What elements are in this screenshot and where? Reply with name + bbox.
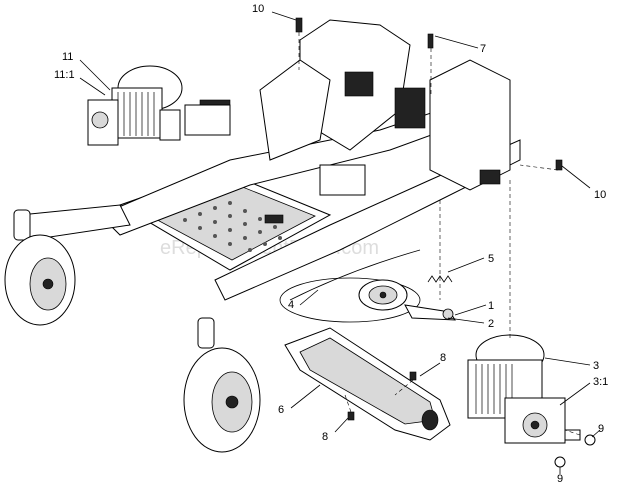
- callout-8-upper: 8: [440, 352, 446, 364]
- callout-10-top: 10: [252, 3, 264, 15]
- front-caster-right: [183, 317, 261, 453]
- callout-3-1: 3:1: [593, 376, 608, 388]
- callout-11-1: 11:1: [54, 69, 75, 81]
- leader-lines: [79, 11, 601, 474]
- callout-1: 1: [488, 300, 494, 312]
- hydro-pump-upper: [87, 65, 183, 146]
- callout-4: 4: [288, 299, 294, 311]
- alignment-lines: [298, 32, 581, 436]
- callout-9-bottom: 9: [557, 473, 563, 485]
- pump-mount-bracket: [284, 327, 451, 441]
- callout-9-right: 9: [598, 423, 604, 435]
- callout-2: 2: [488, 318, 494, 330]
- callout-10-right: 10: [594, 189, 606, 201]
- callout-11: 11: [62, 51, 73, 63]
- callout-7: 7: [480, 43, 486, 55]
- callout-3: 3: [593, 360, 599, 372]
- chassis-frame: [19, 19, 521, 301]
- callout-6: 6: [278, 404, 284, 416]
- hydro-pump-lower: [467, 334, 581, 444]
- front-caster-left: [4, 209, 76, 326]
- belt-pulley-assembly: [279, 249, 456, 323]
- callout-5: 5: [488, 253, 494, 265]
- callout-8-lower: 8: [322, 431, 328, 443]
